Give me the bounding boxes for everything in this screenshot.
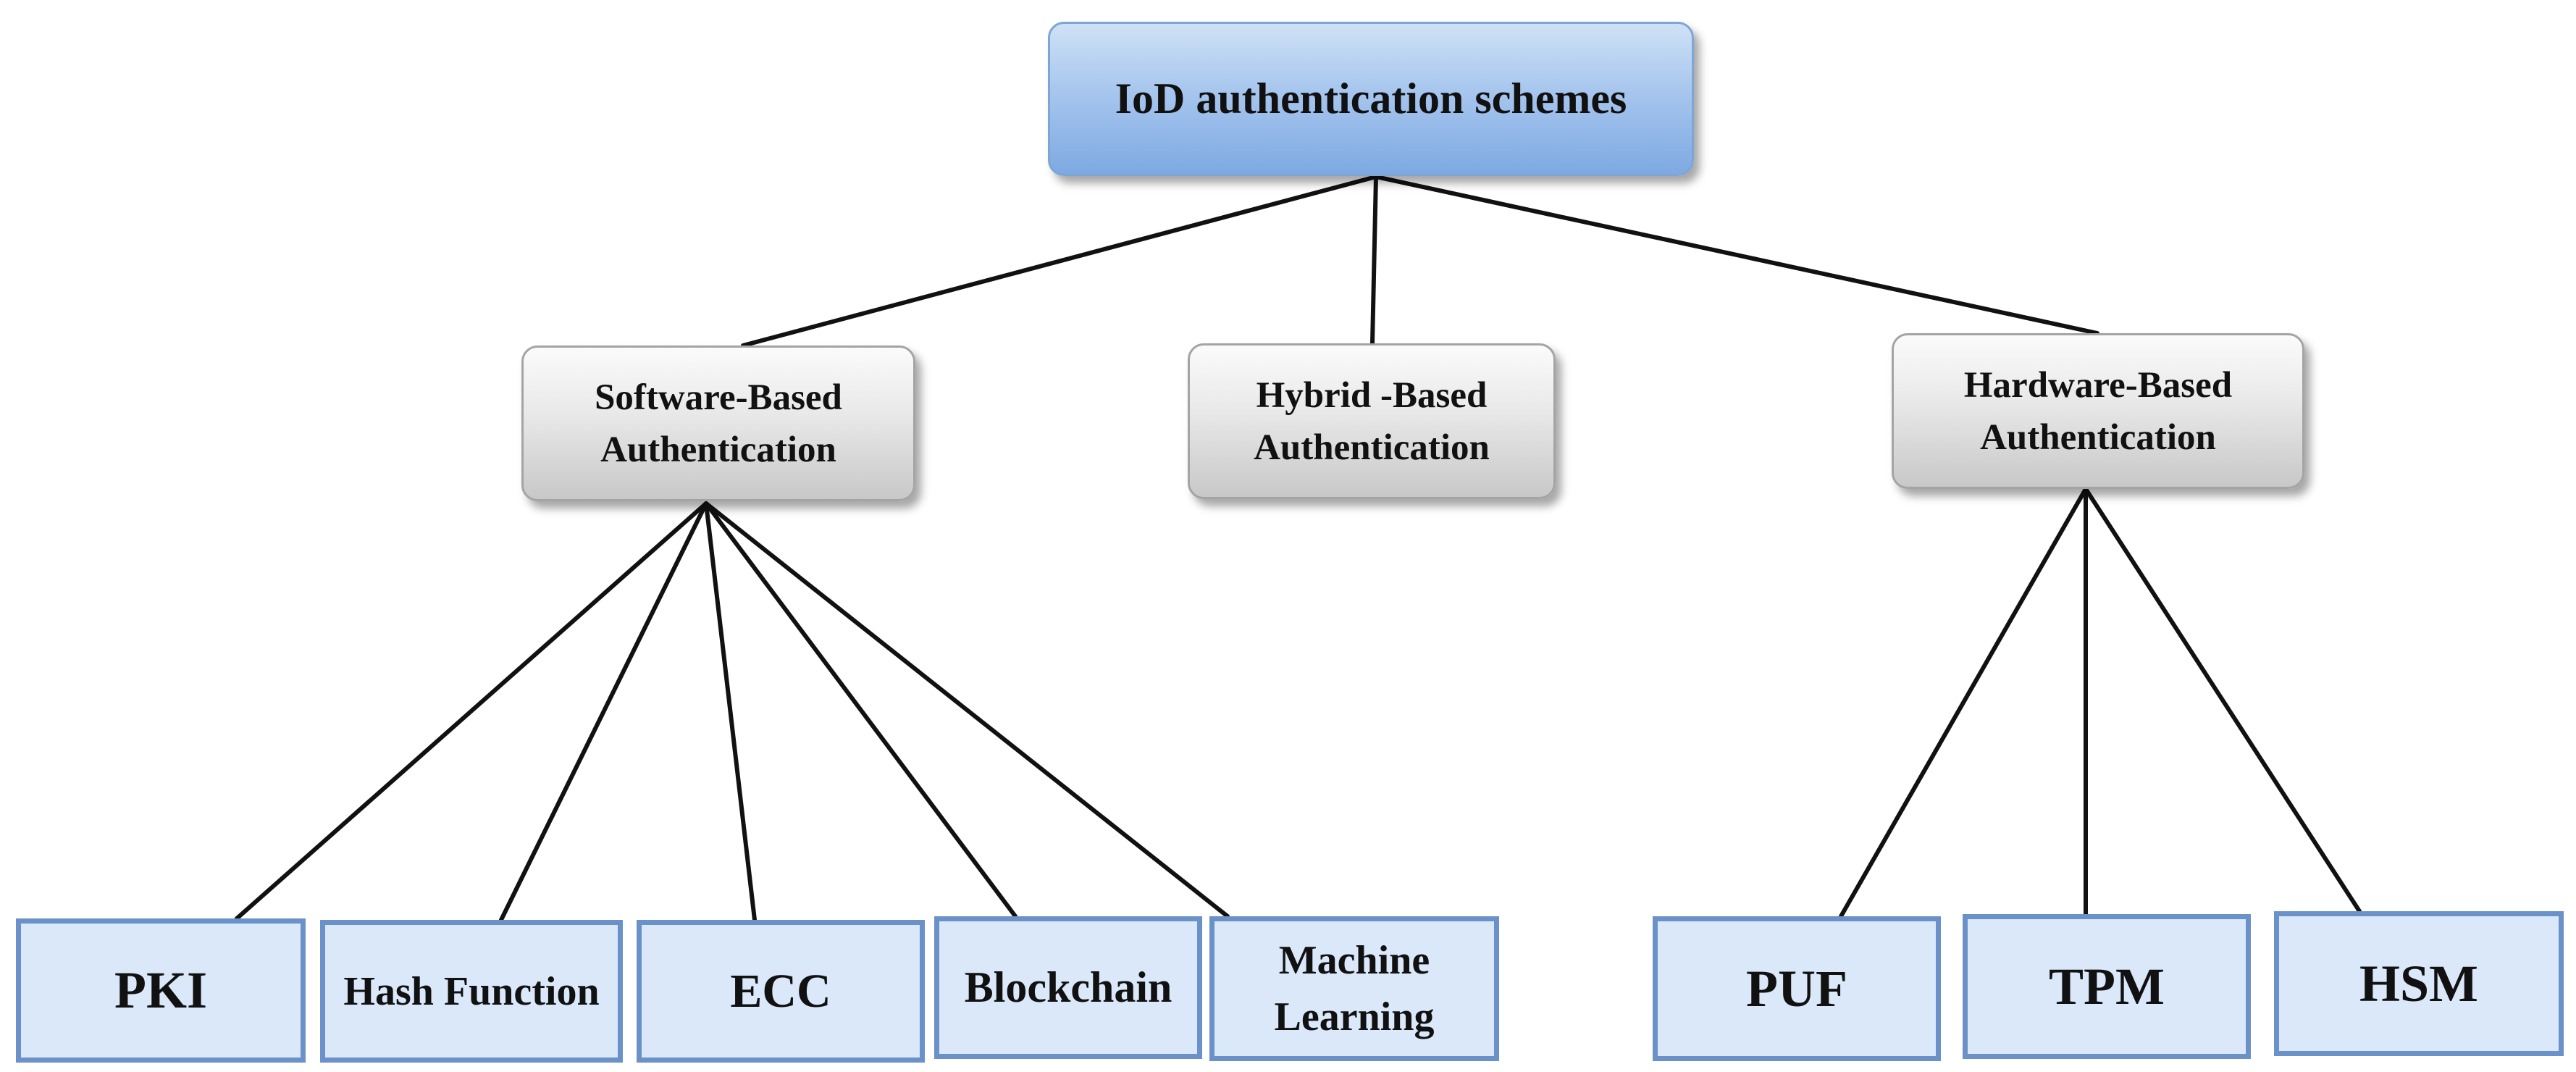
leaf-blockchain: Blockchain: [934, 916, 1202, 1059]
leaf-ecc-label: ECC: [730, 964, 831, 1018]
leaf-puf: PUF: [1653, 916, 1941, 1061]
root-node: IoD authentication schemes: [1048, 22, 1694, 176]
hybrid-based-label: Hybrid -Based Authentication: [1254, 369, 1490, 474]
edge-software-ecc: [704, 501, 757, 922]
leaf-puf-label: PUF: [1746, 959, 1847, 1018]
hybrid-based-label-line2: Authentication: [1254, 427, 1490, 468]
root-label: IoD authentication schemes: [1115, 75, 1627, 122]
software-based-label-line1: Software-Based: [595, 377, 842, 418]
edge-software-pki: [235, 501, 708, 921]
hybrid-based-node: Hybrid -Based Authentication: [1188, 343, 1556, 499]
software-based-label-line2: Authentication: [600, 429, 836, 470]
leaf-hsm-label: HSM: [2359, 954, 2478, 1013]
edge-hardware-puf: [1839, 487, 2088, 918]
leaf-machine-learning-line1: Machine: [1278, 938, 1430, 983]
software-based-label: Software-Based Authentication: [595, 372, 842, 476]
hardware-based-label-line1: Hardware-Based: [1963, 364, 2233, 406]
leaf-machine-learning-line2: Learning: [1274, 994, 1435, 1039]
leaf-tpm: TPM: [1963, 914, 2251, 1059]
hardware-based-label-line2: Authentication: [1980, 416, 2216, 458]
software-based-node: Software-Based Authentication: [521, 346, 915, 501]
leaf-pki-label: PKI: [114, 961, 207, 1019]
leaf-hash-function: Hash Function: [320, 920, 623, 1063]
edge-root-hybrid: [1370, 175, 1378, 346]
leaf-hsm: HSM: [2274, 911, 2564, 1056]
edge-root-software: [741, 175, 1378, 348]
hardware-based-node: Hardware-Based Authentication: [1892, 333, 2304, 489]
leaf-machine-learning-label: Machine Learning: [1275, 932, 1435, 1045]
hardware-based-label: Hardware-Based Authentication: [1964, 359, 2232, 464]
hybrid-based-label-line1: Hybrid -Based: [1256, 374, 1488, 416]
edge-software-hash: [499, 501, 708, 922]
leaf-machine-learning: Machine Learning: [1209, 916, 1499, 1061]
leaf-pki: PKI: [16, 918, 306, 1063]
leaf-tpm-label: TPM: [2049, 957, 2165, 1016]
leaf-ecc: ECC: [637, 920, 925, 1063]
edge-hardware-hsm: [2084, 487, 2362, 913]
edge-software-blockchain: [704, 501, 1018, 918]
leaf-blockchain-label: Blockchain: [964, 963, 1172, 1011]
edge-root-hardware: [1374, 175, 2099, 335]
leaf-hash-function-label: Hash Function: [343, 968, 600, 1014]
edge-software-ml: [704, 501, 1230, 918]
